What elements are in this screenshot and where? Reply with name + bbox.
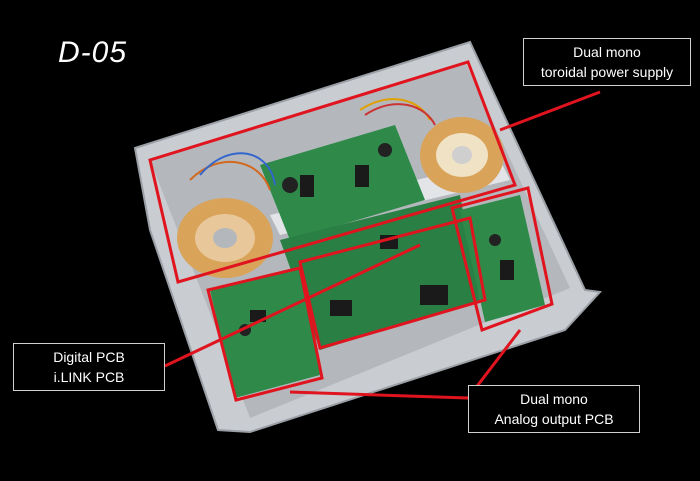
right-analog-pcb — [460, 195, 545, 322]
leader-power-supply — [499, 90, 601, 132]
highlight-outlines — [148, 60, 554, 402]
callout-digital-pcb: Digital PCB i.LINK PCB — [13, 343, 165, 391]
callout-digital-pcb-line1: Digital PCB — [53, 349, 125, 365]
callout-power-supply-line2: toroidal power supply — [540, 64, 674, 80]
callout-analog-pcb-line1: Dual mono — [520, 391, 588, 407]
model-title: D-05 — [58, 36, 128, 69]
left-analog-pcb — [210, 268, 320, 398]
right-transformer — [420, 117, 504, 193]
callout-power-supply: Dual mono toroidal power supply — [523, 38, 691, 86]
outline-power-supply — [148, 60, 517, 284]
leader-analog-pcb — [289, 390, 469, 400]
outline-digital-pcb — [206, 266, 324, 402]
leader-digital-pcb — [164, 243, 421, 368]
callout-power-supply-line1: Dual mono — [573, 44, 641, 60]
callout-analog-pcb-line2: Analog output PCB — [494, 411, 614, 427]
leader-lines — [164, 90, 601, 400]
left-transformer — [177, 198, 273, 278]
outline-analog-pcb — [450, 186, 554, 332]
callout-digital-pcb-line2: i.LINK PCB — [53, 369, 125, 385]
outline-main-pcb — [298, 216, 487, 350]
wire-bundles — [189, 98, 436, 191]
callout-analog-pcb: Dual mono Analog output PCB — [468, 385, 640, 433]
